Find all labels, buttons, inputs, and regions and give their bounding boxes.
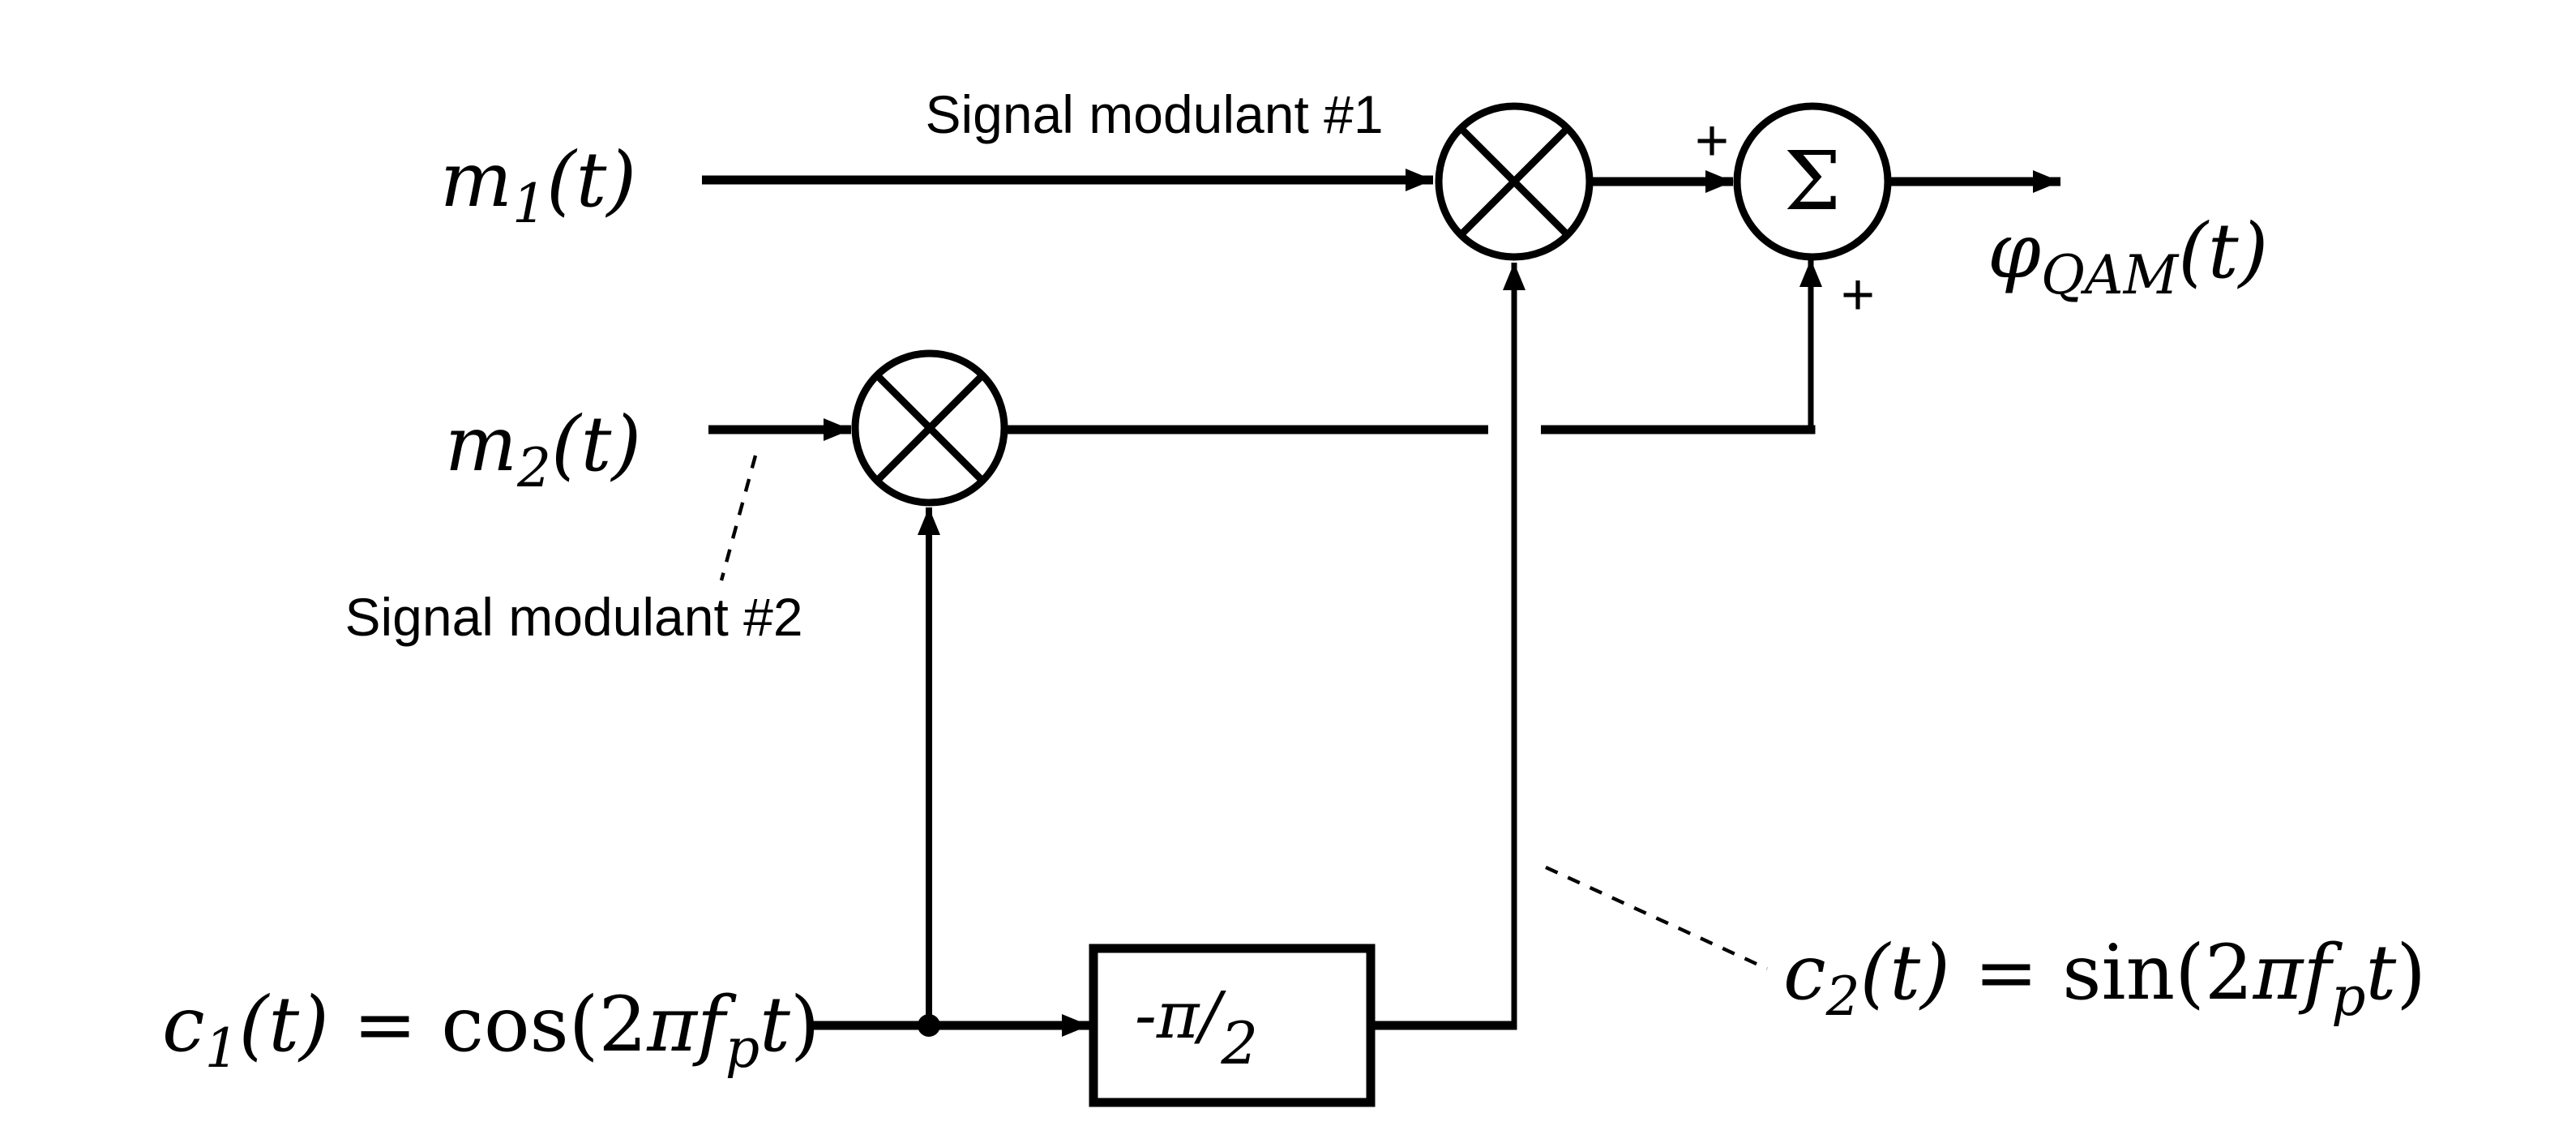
plus-sign-top: + [1695, 109, 1729, 173]
sum-node: Σ [1733, 102, 1892, 261]
phase-shift-label: -π/2 [1135, 978, 1258, 1077]
output-label: φQAM(t) [1988, 208, 2268, 306]
multiplier-1 [1435, 102, 1594, 261]
m1-label: m1(t) [440, 136, 636, 235]
c2-leader-dashed-line [1545, 865, 1768, 971]
phase-shift-box: -π/2 [1089, 944, 1376, 1107]
multiplier-1-x-stroke [1457, 125, 1571, 238]
c1-carrier-label: c1(t) = cos(2πfpt) [162, 981, 820, 1080]
signal2-leader-dashed-line [719, 455, 758, 581]
c2-carrier-label: c2(t) = sin(2πfpt) [1783, 929, 2426, 1028]
sum-sigma-symbol: Σ [1784, 134, 1842, 229]
multiplier-2-x-stroke [874, 372, 986, 484]
multiplier-2 [851, 349, 1008, 507]
signal-modulant-2-label: Signal modulant #2 [344, 587, 802, 647]
plus-sign-bottom: + [1841, 263, 1875, 327]
m2-label: m2(t) [445, 400, 641, 499]
signal-modulant-1-label: Signal modulant #1 [925, 84, 1383, 144]
